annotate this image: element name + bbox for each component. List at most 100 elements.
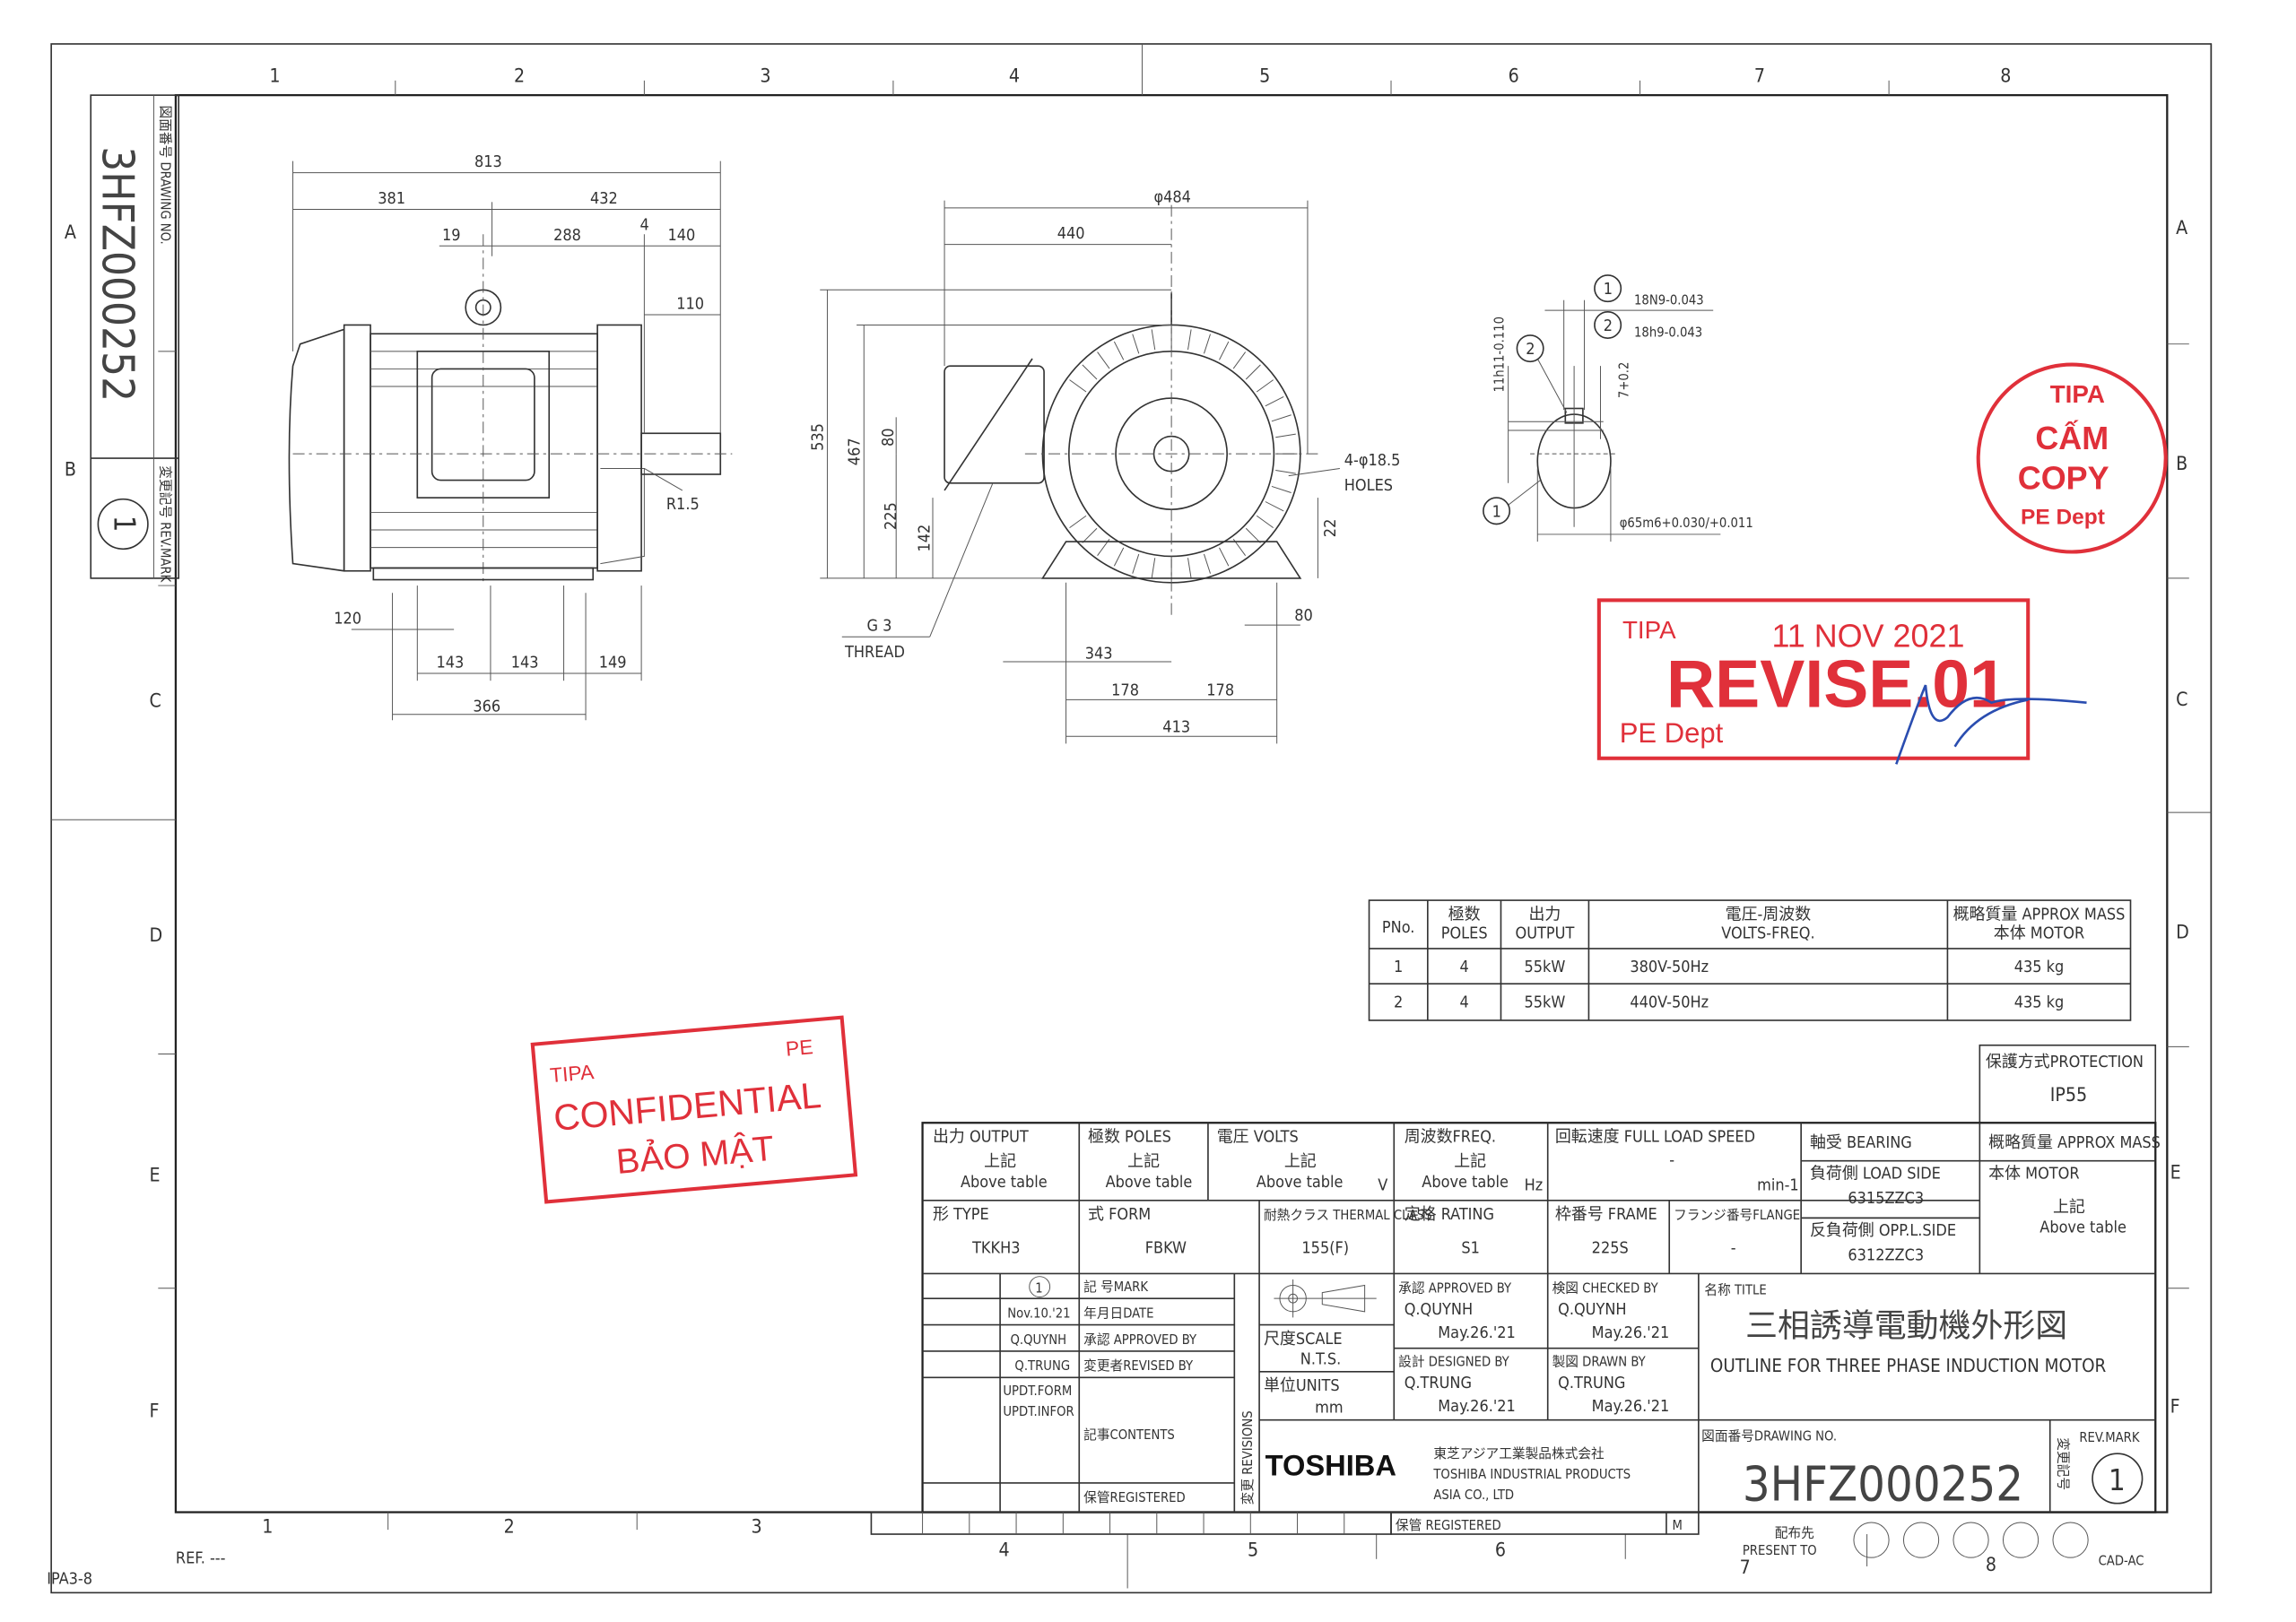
- form-value: FBKW: [1145, 1239, 1187, 1258]
- dim-label: 4: [639, 215, 648, 234]
- stamp-text: PE: [785, 1035, 814, 1061]
- registered-label: 保管 REGISTERED: [1396, 1518, 1501, 1533]
- shaft-diameter-note: φ65m6+0.030/+0.011: [1620, 516, 1753, 531]
- grid-row-label: A: [2176, 217, 2187, 239]
- frame-label: 枠番号 FRAME: [1555, 1205, 1657, 1224]
- speed-unit: min-1: [1757, 1175, 1799, 1194]
- mass-value-jp: 上記: [2053, 1198, 2085, 1217]
- rev-mark-label: REV.MARK: [2079, 1430, 2139, 1445]
- cad-label: CAD-AC: [2099, 1553, 2144, 1568]
- table-cell: 435 kg: [2014, 958, 2065, 976]
- grid-row-label: A: [65, 221, 76, 244]
- grid-row-label: D: [150, 924, 163, 947]
- side-drawing-no-label: 図面番号 DRAWING NO.: [158, 106, 173, 245]
- speed-label: 回転速度 FULL LOAD SPEED: [1555, 1127, 1755, 1146]
- checked-label: 検図 CHECKED BY: [1552, 1281, 1659, 1297]
- stamp-revise: TIPA 11 NOV 2021 REVISE.01 PE Dept: [1596, 598, 2087, 765]
- table-cell: 435 kg: [2014, 993, 2065, 1011]
- bearing-load-label: 負荷側 LOAD SIDE: [1810, 1164, 1941, 1183]
- grid-col-label: 8: [2000, 65, 2011, 87]
- dim-label: 813: [474, 152, 502, 171]
- dim-label: 80: [1294, 606, 1313, 625]
- drawn-label: 製図 DRAWN BY: [1552, 1354, 1647, 1369]
- approved-date: May.26.'21: [1438, 1323, 1516, 1342]
- dim-label: 178: [1206, 681, 1234, 700]
- grid-row-label: B: [65, 459, 76, 481]
- grid-row-label: F: [2170, 1396, 2180, 1418]
- dim-label: 413: [1162, 717, 1190, 736]
- frame-value: 225S: [1592, 1239, 1629, 1258]
- present-to-label: PRESENT TO: [1743, 1543, 1817, 1558]
- rev-contents-label: 記事CONTENTS: [1083, 1427, 1175, 1443]
- rev-registered-label: 保管REGISTERED: [1083, 1490, 1186, 1505]
- key-width-note-1: 18N9-0.043: [1634, 293, 1704, 308]
- dim-label: 225: [882, 502, 900, 530]
- balloon-1: 1: [1492, 502, 1501, 521]
- protection-value: IP55: [2050, 1084, 2087, 1106]
- table-cell: 1: [1394, 958, 1403, 976]
- grid-col-label: 5: [1248, 1540, 1258, 1562]
- type-label: 形 TYPE: [933, 1205, 989, 1224]
- dim-label: R1.5: [666, 495, 700, 514]
- thermal-label: 耐熱クラス THERMAL CLASS: [1264, 1208, 1432, 1223]
- grid-labels: 1 2 3 4 5 6 7 8 1 2 3 4 5 6 7 8 A B C D …: [65, 65, 2189, 1579]
- volts-unit: V: [1378, 1175, 1387, 1194]
- dim-label: 288: [553, 226, 581, 245]
- stamp-confidential: TIPA PE CONFIDENTIAL BẢO MẬT: [530, 1015, 858, 1204]
- checked-date: May.26.'21: [1592, 1323, 1670, 1342]
- mass-motor-label: 本体 MOTOR: [1988, 1164, 2079, 1183]
- dim-label: 149: [599, 654, 627, 672]
- rev-mark-value: 1: [1035, 1281, 1042, 1297]
- scale-label: 尺度SCALE: [1264, 1330, 1343, 1349]
- grid-row-label: C: [2176, 689, 2187, 711]
- rev-contents-2: UPDT.INFOR: [1003, 1404, 1074, 1419]
- table-header: 極数: [1448, 905, 1481, 924]
- poles-value: Above table: [1106, 1173, 1193, 1192]
- flange-value: -: [1731, 1239, 1736, 1258]
- title-en: OUTLINE FOR THREE PHASE INDUCTION MOTOR: [1710, 1355, 2107, 1376]
- table-cell: 55kW: [1525, 993, 1566, 1011]
- rev-approved-value: Q.QUYNH: [1011, 1332, 1067, 1348]
- title-block: 出力 OUTPUT 上記 Above table 極数 POLES 上記 Abo…: [870, 1122, 2161, 1568]
- stamp-text: TIPA: [549, 1060, 596, 1087]
- drawn-date: May.26.'21: [1592, 1397, 1670, 1416]
- grid-col-label: 7: [1740, 1557, 1751, 1579]
- toshiba-logo: TOSHIBA: [1265, 1449, 1396, 1482]
- grid-row-label: C: [150, 690, 161, 713]
- checked-name: Q.QUYNH: [1558, 1300, 1626, 1319]
- protection-label: 保護方式PROTECTION: [1986, 1053, 2144, 1071]
- company-name-en-2: ASIA CO., LTD: [1433, 1488, 1514, 1503]
- dim-label: 343: [1085, 645, 1113, 664]
- side-rev-mark-label: 変更記号 REV.MARK: [158, 465, 173, 582]
- side-drawing-no: 3HFZ000252: [91, 146, 143, 402]
- sheet-code: IPA3-8: [47, 1570, 92, 1589]
- company-block: TOSHIBA 東芝アジア工業製品株式会社 TOSHIBA INDUSTRIAL…: [1265, 1446, 1631, 1503]
- table-cell: 380V-50Hz: [1630, 958, 1709, 976]
- freq-label: 周波数FREQ.: [1405, 1127, 1496, 1146]
- dim-label: 432: [590, 189, 618, 208]
- stamp-text: PE Dept: [1620, 717, 1724, 749]
- output-value: Above table: [961, 1173, 1048, 1192]
- grid-col-label: 4: [1009, 65, 1020, 87]
- mass-value: Above table: [2039, 1219, 2126, 1237]
- rev-date-value: Nov.10.'21: [1007, 1305, 1070, 1321]
- volts-value: Above table: [1257, 1173, 1344, 1192]
- rev-mark-label-jp: 変更記号: [2056, 1437, 2071, 1490]
- rev-date-label: 年月日DATE: [1083, 1305, 1153, 1321]
- type-value: TKKH3: [971, 1239, 1020, 1258]
- dim-label: THREAD: [844, 643, 905, 662]
- present-to-jp: 配布先: [1775, 1525, 1814, 1540]
- grid-col-label: 5: [1259, 65, 1270, 87]
- stamp-text: TIPA: [2050, 380, 2105, 408]
- grid-col-label: 4: [998, 1540, 1009, 1562]
- drawn-name: Q.TRUNG: [1558, 1374, 1625, 1392]
- dim-label: 80: [879, 428, 898, 447]
- dim-label: 440: [1057, 224, 1085, 243]
- stamp-cam-copy: TIPA CẤM COPY PE Dept: [1976, 362, 2168, 554]
- dim-label: G 3: [867, 617, 892, 636]
- dim-label: HOLES: [1344, 476, 1393, 495]
- grid-row-label: E: [150, 1165, 161, 1187]
- grid-row-label: E: [2170, 1161, 2181, 1184]
- key-height-note: 7+0.2: [1617, 362, 1632, 398]
